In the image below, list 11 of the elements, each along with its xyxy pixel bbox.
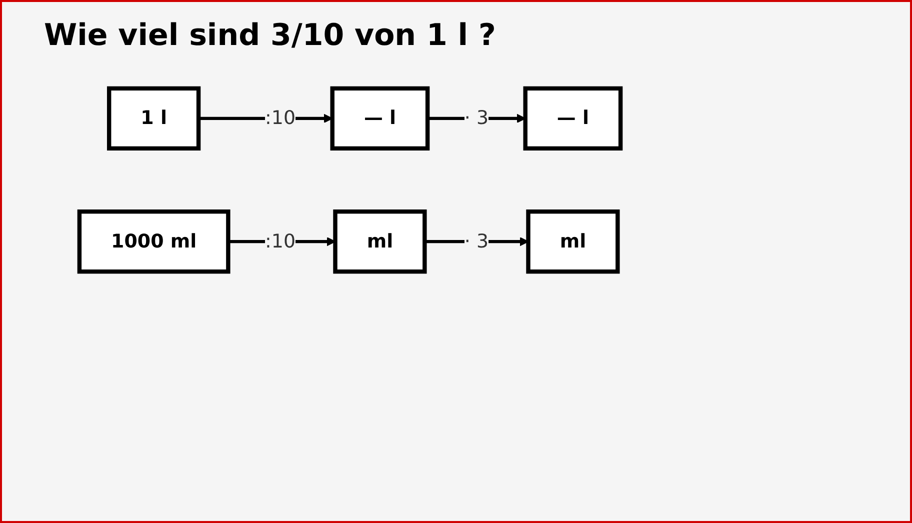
node-box: — l (523, 86, 623, 151)
node-box: ml (333, 209, 427, 274)
edge-label: :10 (265, 230, 296, 253)
edge-label: · 3 (464, 107, 489, 130)
node-box: 1 l (107, 86, 201, 151)
edge-label: · 3 (464, 230, 489, 253)
node-box: 1000 ml (77, 209, 230, 274)
title: Wie viel sind 3/10 von 1 l ? (44, 18, 496, 53)
edge-label: :10 (265, 107, 296, 130)
node-box: — l (330, 86, 430, 151)
node-box: ml (526, 209, 620, 274)
